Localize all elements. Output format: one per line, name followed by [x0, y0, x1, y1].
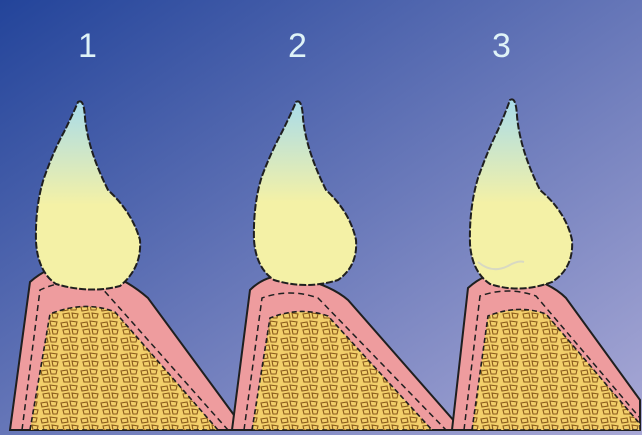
stage-label-3: 3 — [492, 27, 511, 65]
stage-label-1: 1 — [78, 27, 97, 65]
stage-label-2: 2 — [288, 27, 307, 65]
